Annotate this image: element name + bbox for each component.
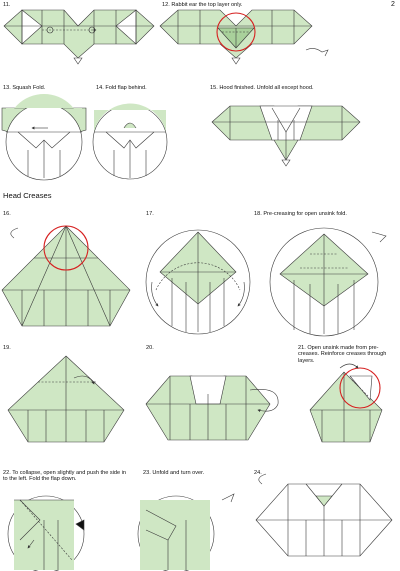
step-21-diagram — [309, 363, 383, 443]
step-12-diagram — [159, 9, 329, 65]
step-16-label: 16. — [3, 211, 11, 217]
step-22-label: 22. To collapse, open slightly and push … — [3, 470, 127, 483]
step-21-label: 21. Open unsink made from pre-creases. R… — [298, 345, 387, 364]
step-13-label: 13. Squash Fold. — [3, 85, 46, 91]
step-23-diagram — [137, 493, 235, 571]
step-15-diagram — [211, 105, 361, 167]
step-11-label: 11. — [3, 2, 11, 8]
step-18-label: 18. Pre-creasing for open unsink fold. — [254, 211, 347, 217]
step-20-diagram — [145, 375, 279, 441]
step-15-label: 15. Hood finished. Unfold all except hoo… — [210, 85, 314, 91]
step-24-label: 24. — [254, 470, 262, 476]
step-16-diagram — [1, 225, 131, 327]
step-18-diagram — [269, 227, 387, 337]
step-11-diagram — [3, 9, 155, 65]
step-13-diagram — [1, 94, 87, 181]
step-17-diagram — [145, 229, 251, 335]
section-heading-head-creases: Head Creases — [3, 191, 52, 200]
step-23-label: 23. Unfold and turn over. — [143, 470, 205, 476]
page-number: 2 — [391, 1, 395, 8]
step-14-diagram — [92, 103, 168, 180]
step-24-diagram — [255, 473, 393, 557]
step-12-label: 12. Rabbit ear the top layer only. — [162, 2, 243, 8]
step-17-label: 17. — [146, 211, 154, 217]
step-19-diagram — [7, 355, 125, 443]
step-14-label: 14. Fold flap behind. — [96, 85, 147, 91]
step-20-label: 20. — [146, 345, 154, 351]
step-19-label: 19. — [3, 345, 11, 351]
step-22-diagram — [7, 495, 85, 571]
